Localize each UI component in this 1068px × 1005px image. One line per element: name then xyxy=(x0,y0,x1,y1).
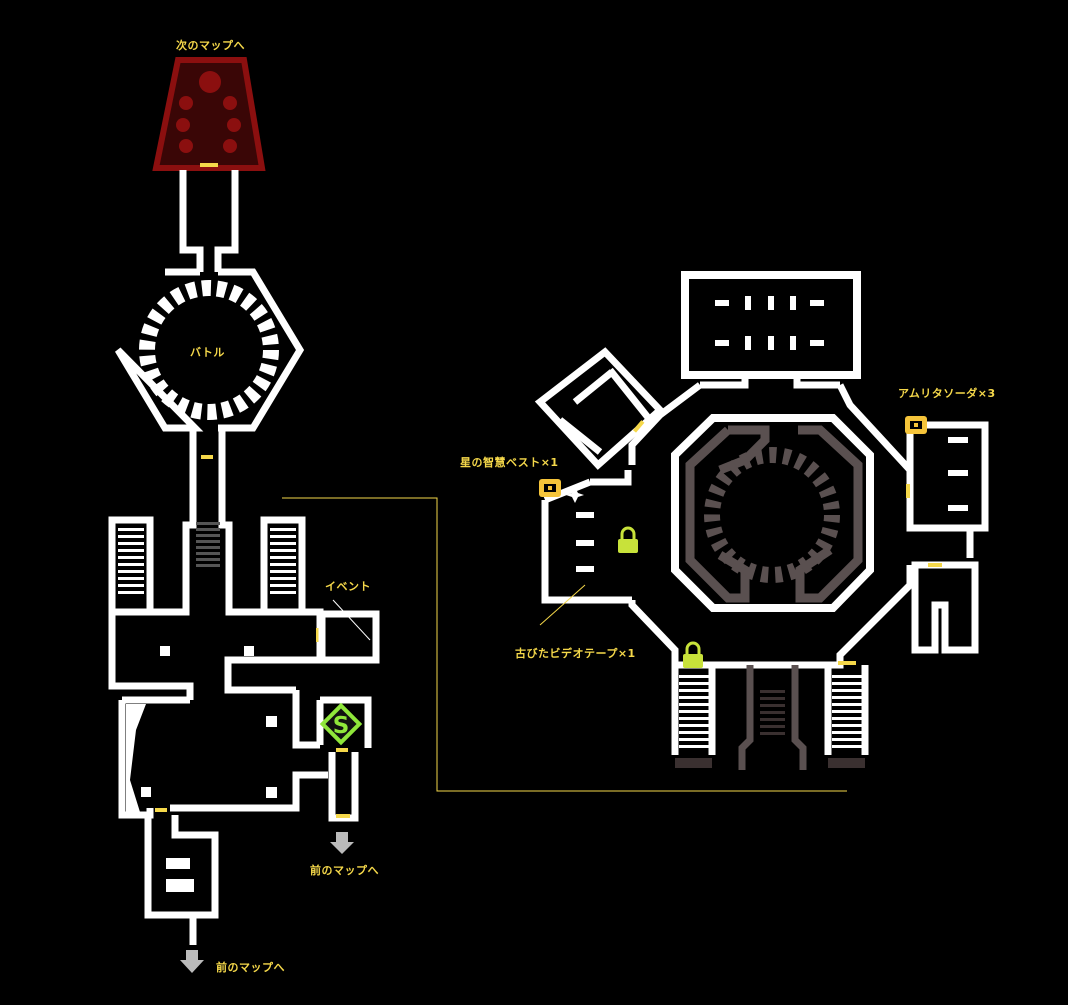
event-door[interactable] xyxy=(316,628,320,642)
small-room-right[interactable] xyxy=(911,561,979,654)
main-hall[interactable] xyxy=(108,570,324,749)
chest-icon-vest[interactable] xyxy=(539,479,561,497)
amrita-door[interactable] xyxy=(906,484,910,498)
stairs-bottom-right[interactable] xyxy=(824,665,869,768)
label-prev-map-right: 前のマップへ xyxy=(310,864,379,877)
bottom-room[interactable] xyxy=(144,815,219,919)
label-item-vest: 星の智慧ベスト×1 xyxy=(460,456,559,469)
label-item-amrita: アムリタソーダ×3 xyxy=(898,387,996,400)
sparkle-icon xyxy=(566,487,584,503)
label-battle: バトル xyxy=(190,346,225,359)
save-room[interactable] xyxy=(316,696,372,748)
exit-right-door[interactable] xyxy=(336,814,350,818)
save-point-letter: S xyxy=(333,713,350,739)
stairs-left[interactable] xyxy=(108,516,154,616)
event-room[interactable] xyxy=(318,599,380,664)
label-item-video: 古びたビデオテープ×1 xyxy=(515,647,636,660)
octagon-hall[interactable] xyxy=(628,382,914,669)
chest-icon-amrita[interactable] xyxy=(905,416,927,434)
battle-room[interactable] xyxy=(115,268,305,432)
battle-door[interactable] xyxy=(201,455,213,459)
stairs-right[interactable] xyxy=(260,516,306,616)
vest-room[interactable] xyxy=(539,470,632,626)
stairs-bottom-left[interactable] xyxy=(671,665,716,768)
boss-door[interactable] xyxy=(200,163,218,167)
lower-hall[interactable] xyxy=(118,696,328,819)
amrita-room[interactable] xyxy=(906,421,989,558)
connector-line xyxy=(282,497,847,792)
center-corridor[interactable] xyxy=(738,665,807,770)
label-prev-map-bottom: 前のマップへ xyxy=(216,961,285,974)
tilted-room-door[interactable] xyxy=(632,420,645,433)
lock-icon-vest-room[interactable] xyxy=(618,526,638,553)
label-event: イベント xyxy=(325,580,371,593)
lock-icon-lower-left[interactable] xyxy=(683,641,703,668)
stairs-center xyxy=(196,522,220,567)
arrow-down-icon-right[interactable] xyxy=(330,832,354,854)
small-room-door[interactable] xyxy=(928,563,942,567)
tilted-room[interactable] xyxy=(534,347,666,470)
arrow-down-icon-bottom[interactable] xyxy=(180,950,204,973)
label-next-map: 次のマップへ xyxy=(176,39,245,52)
save-door[interactable] xyxy=(336,748,348,752)
bottom-door[interactable] xyxy=(155,808,167,812)
stairs-right-door[interactable] xyxy=(838,661,856,665)
boss-room[interactable] xyxy=(152,57,266,171)
top-chamber[interactable] xyxy=(681,271,861,379)
